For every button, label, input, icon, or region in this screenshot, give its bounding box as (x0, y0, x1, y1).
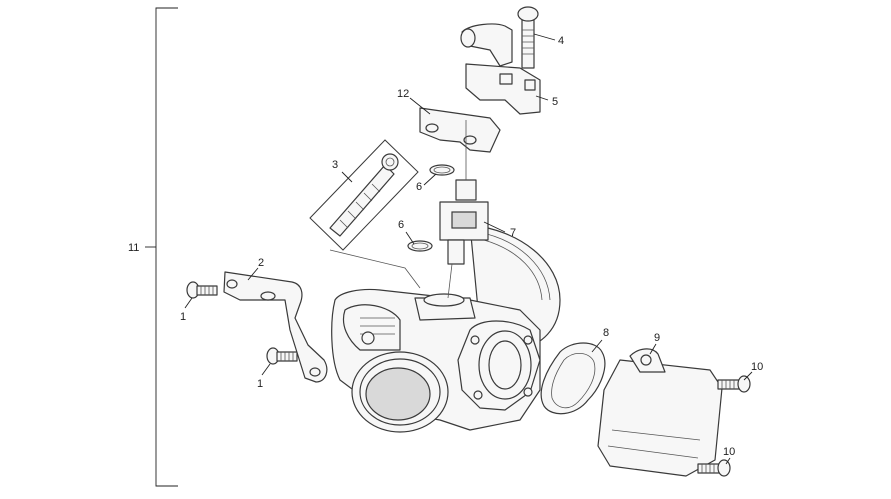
callout-5: 5 (552, 96, 558, 108)
callout-labels: 1 1 2 3 4 5 6 6 7 8 9 10 10 11 12 (128, 35, 763, 458)
leader-lines (184, 33, 753, 465)
throttle-body (329, 224, 561, 433)
callout-7: 7 (510, 227, 516, 239)
injector-part-7 (439, 120, 489, 299)
callout-1-lower: 1 (257, 378, 263, 390)
callout-10-upper: 10 (751, 361, 763, 373)
callout-6-lower: 6 (398, 219, 404, 231)
bracket-part-12 (419, 107, 501, 153)
callout-3: 3 (332, 159, 338, 171)
screw-1-lower (266, 347, 298, 365)
adjuster-kit-part-3 (309, 139, 419, 251)
callout-1-upper: 1 (180, 311, 186, 323)
callout-10-lower: 10 (723, 446, 735, 458)
callout-6-upper: 6 (416, 181, 422, 193)
screw-10-upper (717, 375, 751, 393)
callout-4: 4 (558, 35, 564, 47)
callout-12: 12 (397, 88, 409, 100)
bracket-part-2 (223, 271, 328, 383)
o-ring-lower (407, 240, 433, 252)
screw-10-lower (697, 459, 731, 477)
connector-and-bolt (460, 6, 541, 115)
callout-9: 9 (654, 332, 660, 344)
callout-8: 8 (603, 327, 609, 339)
callout-11: 11 (128, 242, 139, 254)
sensor-part-9 (597, 348, 723, 477)
screw-1-upper (186, 281, 218, 299)
callout-2: 2 (258, 257, 264, 269)
assembly-bracket (145, 7, 178, 487)
gasket-part-8 (540, 342, 606, 415)
o-ring-upper (429, 164, 455, 176)
